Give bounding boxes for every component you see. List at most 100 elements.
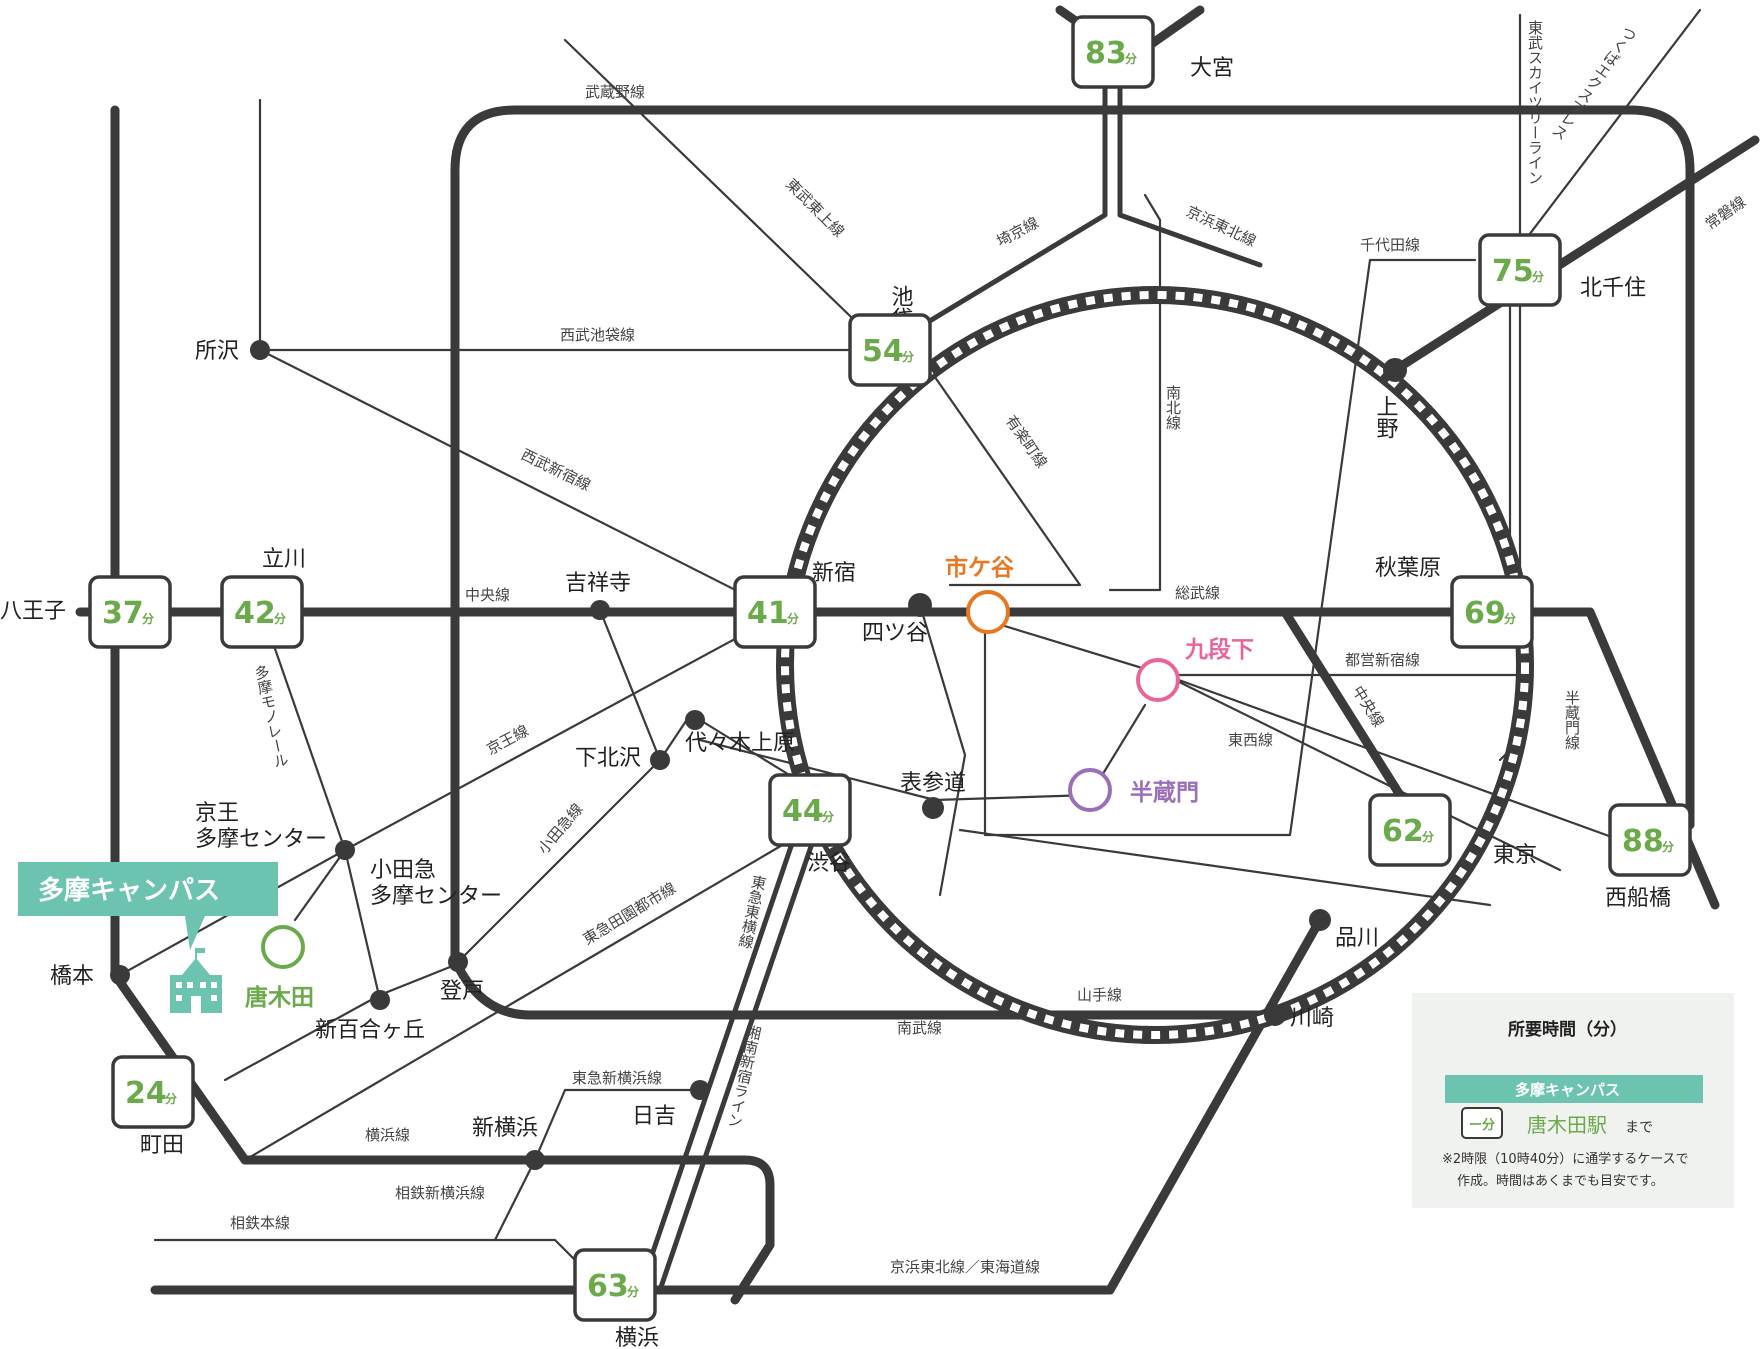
inokashira-line — [598, 608, 662, 762]
label-odakyu: 小田急線 — [534, 800, 586, 858]
time-box-minutes: 62 — [1382, 814, 1424, 849]
time-box-unit: 分 — [1422, 829, 1434, 844]
school-building-icon — [170, 948, 222, 1013]
station-yotsuya: 四ツ谷 — [862, 621, 928, 646]
station-ueno: 上野 — [1373, 395, 1399, 439]
thin-lines — [118, 8, 1702, 1282]
campus-callout: 多摩キャンパス — [18, 862, 278, 1013]
label-yurakucho: 有楽町線 — [1002, 412, 1051, 471]
time-box-unit: 分 — [274, 611, 286, 626]
toyoko-shinyokohama-line — [533, 1088, 702, 1162]
station-kawasaki: 川崎 — [1290, 1006, 1334, 1031]
station-shinagawa: 品川 — [1335, 926, 1379, 951]
time-box: 62分 — [1368, 793, 1452, 867]
legend-note-1: ※2時限（10時40分）に通学するケースで — [1442, 1151, 1689, 1167]
dot-tokorozawa — [250, 340, 270, 360]
sotetsu-line — [153, 1238, 597, 1282]
time-box-unit: 分 — [1662, 839, 1674, 854]
label-kudanshita: 九段下 — [1184, 636, 1254, 663]
label-saikyo: 埼京線 — [993, 214, 1041, 251]
station-machida: 町田 — [140, 1133, 184, 1158]
label-tozai: 東西線 — [1228, 731, 1273, 749]
time-box-minutes: 54 — [862, 334, 904, 369]
station-omotesando: 表参道 — [900, 771, 966, 796]
dot-yotsuya — [908, 593, 932, 617]
label-toyoko-shinyokohama: 東急新横浜線 — [572, 1069, 662, 1087]
time-box-minutes: 75 — [1492, 254, 1534, 289]
dot-hiyoshi — [690, 1080, 710, 1100]
time-box-minutes: 63 — [587, 1269, 629, 1304]
station-kitasenju: 北千住 — [1580, 276, 1646, 301]
chiyoda-line — [983, 258, 1477, 837]
station-tachikawa: 立川 — [262, 547, 306, 572]
label-chuo: 中央線 — [465, 586, 510, 604]
station-kichijoji: 吉祥寺 — [565, 571, 631, 596]
dot-shimokitazawa — [650, 750, 670, 770]
yurakucho-line — [928, 368, 1082, 587]
ring-hanzomon — [1068, 768, 1112, 812]
station-dots — [110, 340, 1407, 1170]
station-shinyokohama: 新横浜 — [472, 1116, 538, 1141]
dot-shinyurigaoka — [370, 990, 390, 1010]
time-box: 63分 — [573, 1248, 657, 1322]
station-odakyu-tama-center: 小田急多摩センター — [370, 858, 502, 909]
legend-to-station: 唐木田駅 — [1527, 1113, 1607, 1137]
station-shinjuku: 新宿 — [812, 561, 856, 586]
station-omiya: 大宮 — [1190, 56, 1234, 81]
station-hashimoto: 橋本 — [50, 964, 94, 989]
dot-kawasaki — [1264, 1004, 1286, 1026]
label-toyoko: 東急東横線 — [736, 873, 769, 950]
station-akihabara: 秋葉原 — [1375, 556, 1441, 581]
station-labels-multiline: 池袋 上野 京王多摩センター 小田急多摩センター — [195, 285, 1399, 909]
dot-noborito — [448, 952, 468, 972]
time-box-minutes: 88 — [1622, 824, 1664, 859]
label-hanzomon: 半蔵門 — [1130, 780, 1199, 806]
time-box-unit: 分 — [627, 1284, 639, 1299]
time-box-unit: 分 — [1532, 269, 1544, 284]
time-box-minutes: 44 — [782, 794, 824, 829]
sotetsu-shinyokohama-line — [493, 1158, 537, 1242]
station-hachioji: 八王子 — [0, 599, 66, 624]
dot-kichijoji — [590, 600, 610, 620]
namboku-line — [1108, 193, 1162, 592]
station-shibuya: 渋谷 — [807, 851, 851, 876]
time-box: 88分 — [1608, 803, 1692, 877]
station-tokyo: 東京 — [1493, 843, 1537, 868]
label-seibu-ikebukuro: 西武池袋線 — [560, 326, 635, 344]
saikyo-trunk — [887, 57, 1263, 348]
time-box-minutes: 83 — [1085, 36, 1127, 71]
time-box: 44分 — [768, 773, 852, 847]
time-box-unit: 分 — [1125, 51, 1137, 66]
time-box-unit: 分 — [822, 809, 834, 824]
legend-campus-label: 多摩キャンパス — [1515, 1081, 1620, 1099]
station-shinyurigaoka: 新百合ヶ丘 — [315, 1018, 425, 1043]
dot-omotesando — [922, 797, 944, 819]
ring-ichigaya — [966, 590, 1010, 634]
time-box: 41分 — [733, 575, 817, 649]
station-yokohama: 横浜 — [615, 1326, 659, 1349]
station-yoyogiuehara: 代々木上原 — [685, 731, 795, 756]
ring-karakida — [261, 925, 305, 969]
label-toei-shinjuku: 都営新宿線 — [1345, 651, 1420, 669]
station-hiyoshi: 日吉 — [632, 1104, 676, 1129]
time-box-minutes: 24 — [125, 1076, 167, 1111]
dot-ueno — [1383, 358, 1407, 382]
time-box: 24分 — [111, 1055, 195, 1129]
legend-sample-box — [1461, 1107, 1503, 1139]
shonan-shinjuku-b — [657, 817, 823, 1293]
time-box-minutes: 37 — [102, 596, 144, 631]
den-en-toshi-line — [243, 818, 827, 1162]
time-box: 69分 — [1450, 575, 1534, 649]
legend-note-2: 作成。時間はあくまでも目安です。 — [1457, 1174, 1664, 1189]
label-tsukuba: つくばエクスプレス — [1548, 22, 1640, 143]
station-shimokitazawa: 下北沢 — [575, 746, 641, 771]
time-box: 42分 — [220, 575, 304, 649]
label-musashino: 武蔵野線 — [585, 83, 645, 101]
time-box-unit: 分 — [787, 611, 799, 626]
keihin-tohoku-south — [150, 915, 1325, 1295]
label-nambu: 南武線 — [897, 1019, 942, 1037]
label-karakida: 唐木田 — [245, 984, 314, 1011]
label-tobu-skytree: 東武スカイツリーライン — [1526, 20, 1544, 185]
label-chiyoda: 千代田線 — [1360, 236, 1420, 254]
label-keihin-tokaido: 京浜東北線／東海道線 — [890, 1258, 1040, 1276]
